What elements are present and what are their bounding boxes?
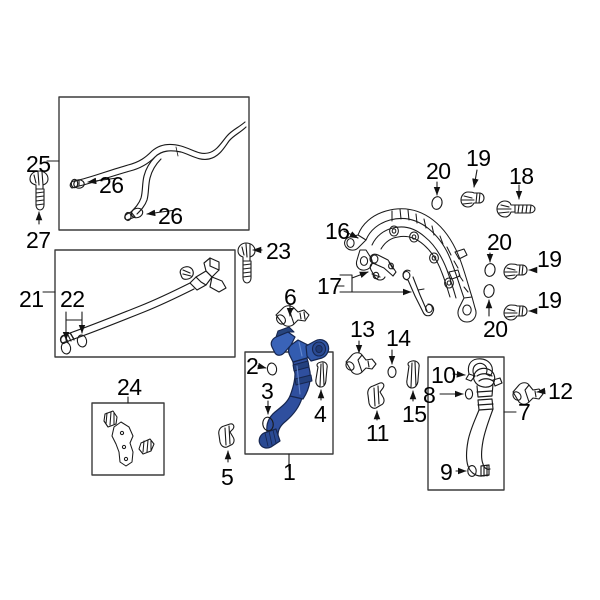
panel-box-25 xyxy=(58,96,250,231)
callout-label-19-top[interactable]: 19 xyxy=(466,145,491,171)
leader-12 xyxy=(536,387,546,395)
leader-26-upper xyxy=(87,177,118,185)
part-7-radiator-hose xyxy=(465,367,503,477)
callout-label-11[interactable]: 11 xyxy=(366,420,389,446)
callout-label-19-mid[interactable]: 19 xyxy=(537,246,562,272)
part-20-o-ring-mid xyxy=(484,263,496,277)
part-11-clip xyxy=(367,382,385,409)
part-19-plug-top xyxy=(460,191,485,208)
callout-label-20-low[interactable]: 20 xyxy=(483,316,508,342)
callout-label-27[interactable]: 27 xyxy=(26,227,51,253)
callout-label-20-mid[interactable]: 20 xyxy=(487,229,512,255)
part-16-coolant-manifold xyxy=(344,208,477,323)
part-17-transfer-tube-lower xyxy=(402,269,435,317)
part-23-bolt xyxy=(237,242,256,284)
leader-2 xyxy=(257,362,267,370)
part-24-bracket-set xyxy=(103,410,155,467)
callout-label-3[interactable]: 3 xyxy=(261,378,274,404)
part-20-o-ring-low xyxy=(483,284,495,298)
part-4-clip xyxy=(315,361,328,388)
callout-label-26-upper[interactable]: 26 xyxy=(99,172,124,198)
part-25-coolant-line xyxy=(69,121,247,222)
callout-label-20-top[interactable]: 20 xyxy=(426,158,451,184)
part-19-plug-low xyxy=(503,304,528,321)
leader-22 xyxy=(62,311,86,341)
callout-label-26-lower[interactable]: 26 xyxy=(158,203,183,229)
leader-19-top xyxy=(472,169,479,188)
part-20-o-ring-top xyxy=(431,196,443,210)
callout-label-21[interactable]: 21 xyxy=(19,286,44,312)
callout-label-23[interactable]: 23 xyxy=(266,238,291,264)
callout-label-4[interactable]: 4 xyxy=(314,401,327,427)
leader-17 xyxy=(335,271,412,296)
part-3-o-ring xyxy=(262,416,274,432)
part-17-transfer-tube-upper xyxy=(369,253,397,281)
callout-label-25[interactable]: 25 xyxy=(26,151,51,177)
part-22-o-ring-a xyxy=(60,341,72,355)
callout-label-10[interactable]: 10 xyxy=(431,362,456,388)
callout-label-12[interactable]: 12 xyxy=(548,378,573,404)
part-14-o-ring xyxy=(387,366,397,378)
part-22-o-ring-b xyxy=(76,334,88,348)
callout-label-19-low[interactable]: 19 xyxy=(537,287,562,313)
callout-label-1[interactable]: 1 xyxy=(283,459,296,485)
part-15-clip xyxy=(406,360,420,389)
part-2-o-ring xyxy=(266,362,278,376)
leader-10 xyxy=(452,371,466,378)
callout-label-14[interactable]: 14 xyxy=(386,325,411,351)
part-9-o-ring xyxy=(467,465,477,477)
part-26-o-ring-upper xyxy=(73,179,85,189)
part-10-clamp xyxy=(465,358,493,382)
callout-label-15[interactable]: 15 xyxy=(402,401,427,427)
leader-16 xyxy=(343,230,359,239)
part-8-o-ring xyxy=(464,388,474,400)
callout-label-6[interactable]: 6 xyxy=(284,284,297,310)
callout-label-8[interactable]: 8 xyxy=(423,382,436,408)
part-26-o-ring-lower xyxy=(130,207,144,219)
panel-box-24 xyxy=(91,402,165,476)
callout-label-5[interactable]: 5 xyxy=(221,464,234,490)
callout-label-13[interactable]: 13 xyxy=(350,316,375,342)
part-19-plug-mid xyxy=(503,263,528,280)
callout-label-18[interactable]: 18 xyxy=(509,163,534,189)
leader-26-lower xyxy=(146,209,177,217)
callout-label-24[interactable]: 24 xyxy=(117,374,142,400)
part-27-bolt xyxy=(29,170,49,211)
part-1-coolant-pipe-highlighted xyxy=(258,326,330,449)
callout-label-22[interactable]: 22 xyxy=(60,286,85,312)
part-13-sensor xyxy=(345,352,377,375)
part-5-clip xyxy=(218,423,235,448)
callout-label-9[interactable]: 9 xyxy=(440,459,453,485)
callout-label-16[interactable]: 16 xyxy=(325,218,350,244)
callout-label-17[interactable]: 17 xyxy=(317,273,342,299)
part-18-bolt xyxy=(496,200,536,218)
callout-label-2[interactable]: 2 xyxy=(246,353,259,379)
callout-label-7[interactable]: 7 xyxy=(518,399,531,425)
